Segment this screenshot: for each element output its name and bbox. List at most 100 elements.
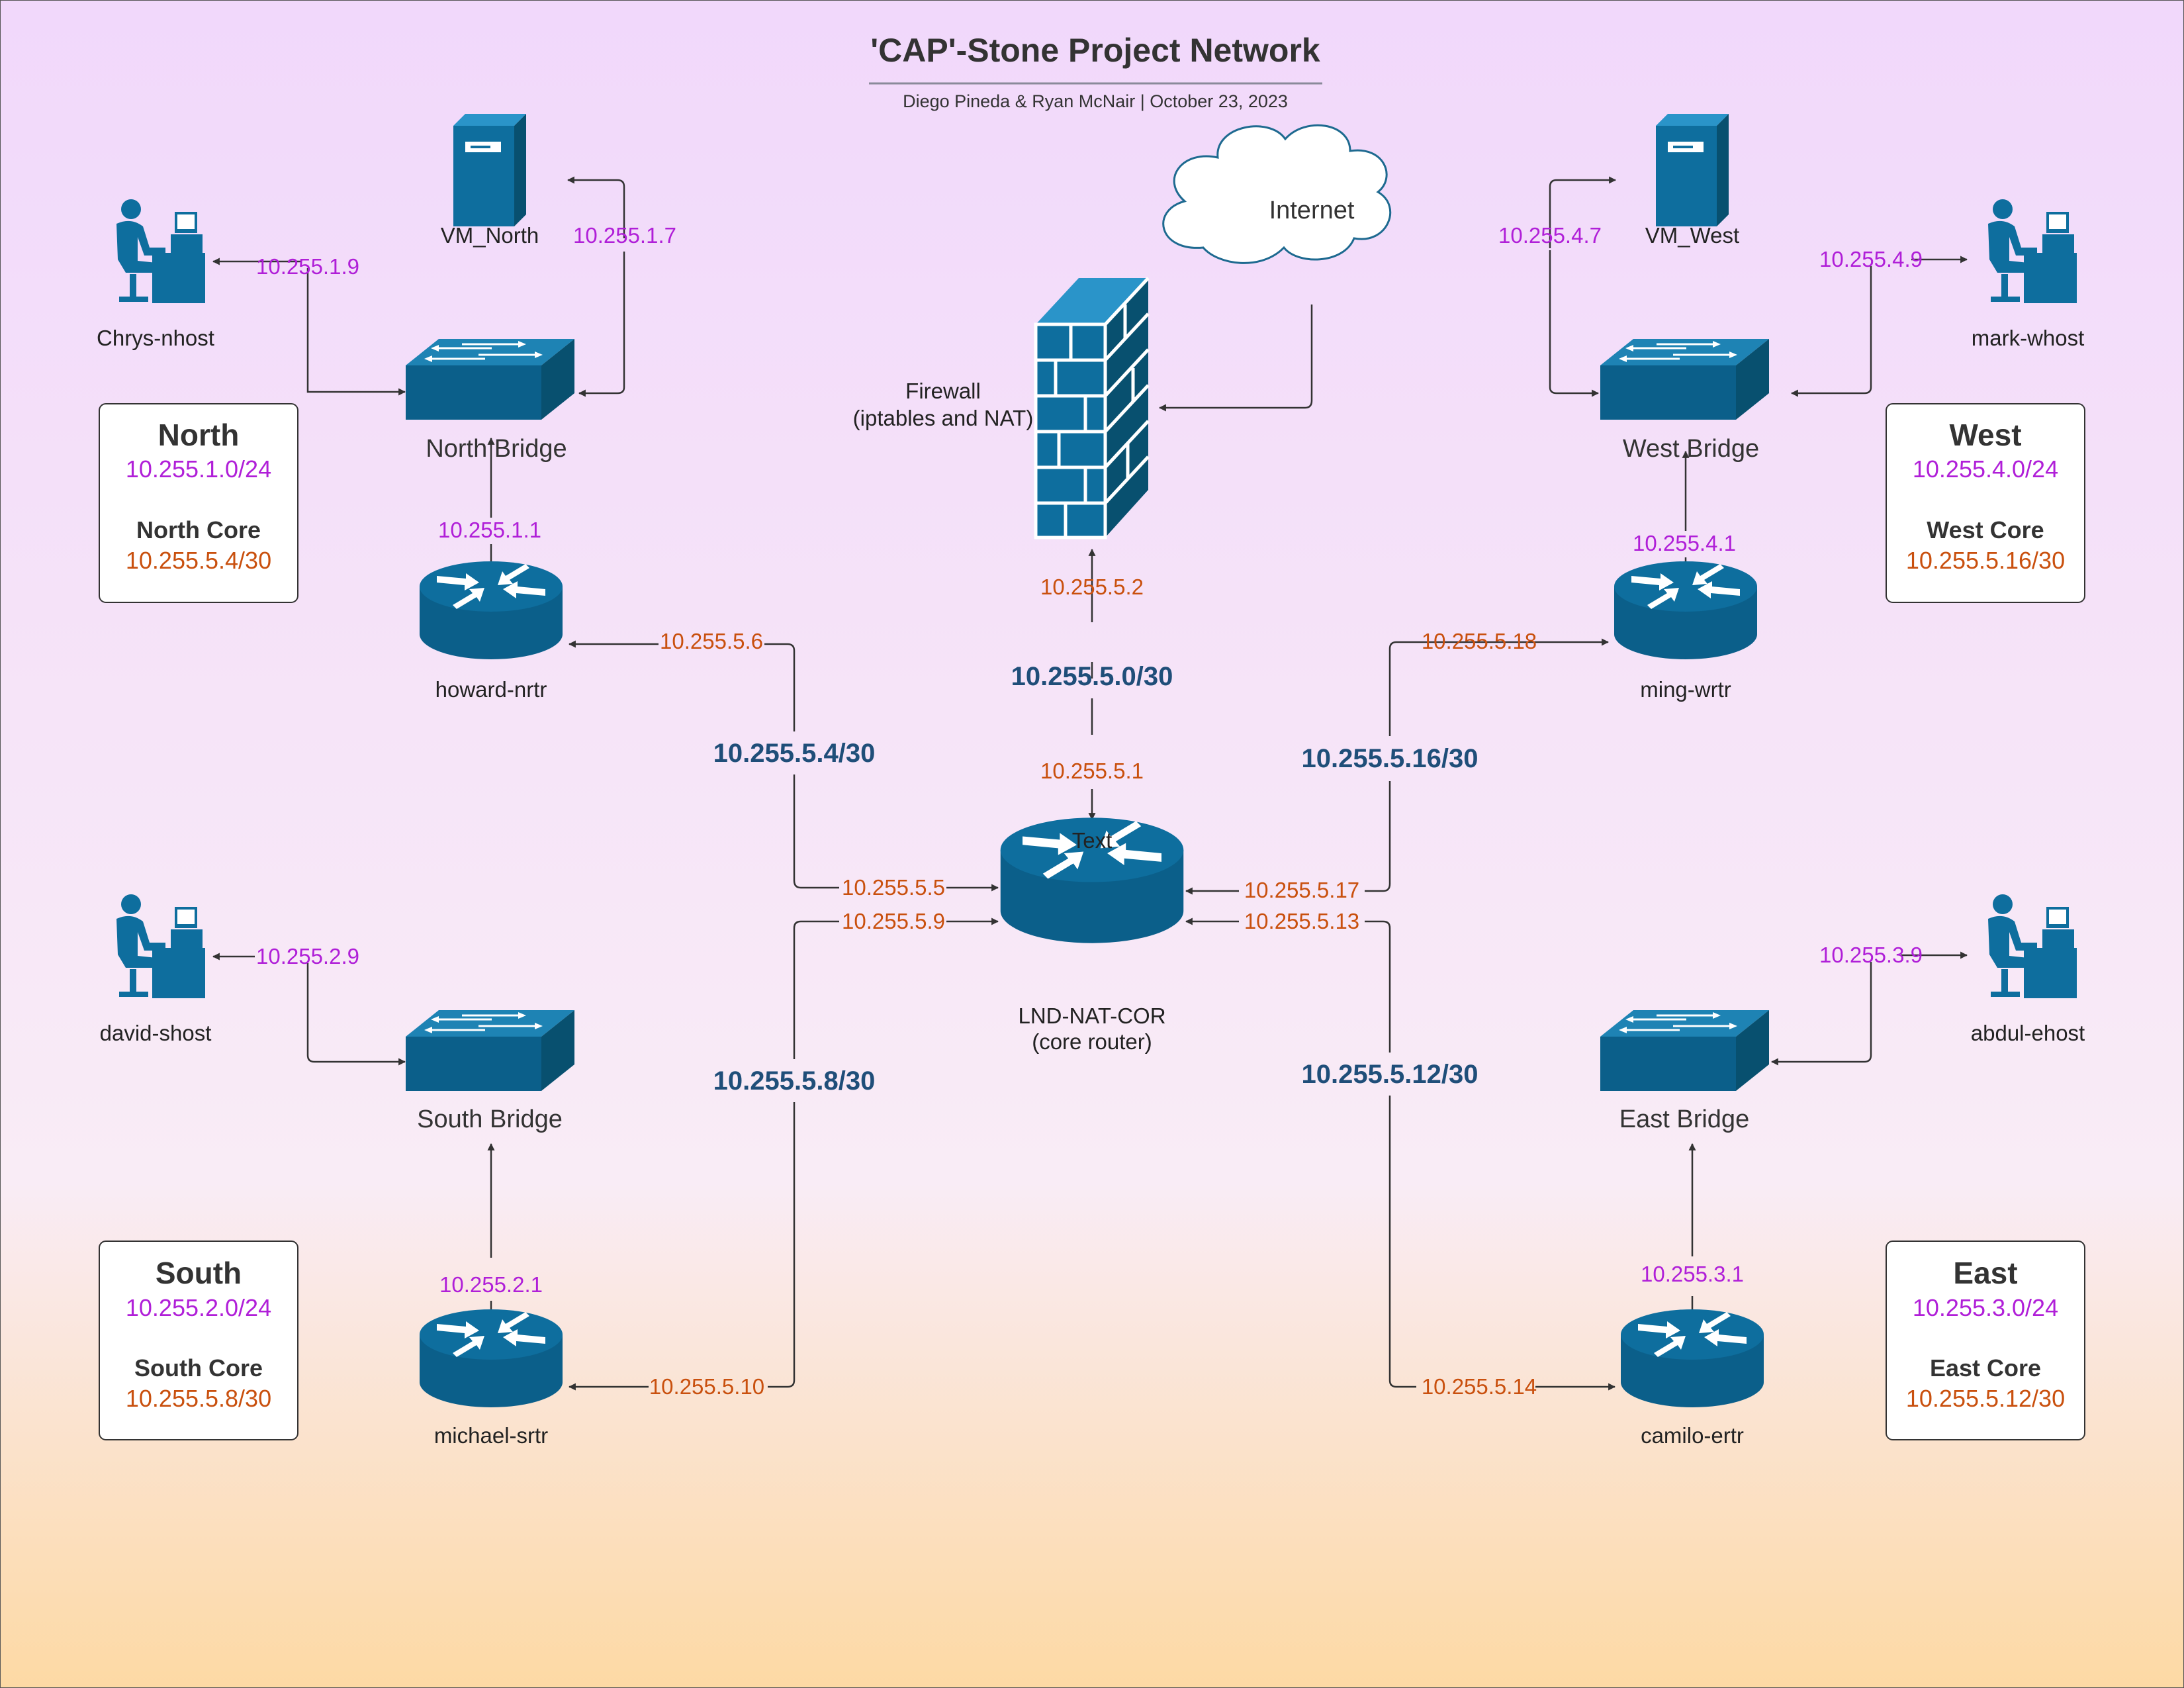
switch-icon xyxy=(1599,338,1770,421)
vm-west-label: VM_West xyxy=(1645,223,1739,248)
subnet-label: 10.255.5.8/30 xyxy=(713,1066,876,1096)
internet-cloud: Internet xyxy=(1162,124,1392,264)
ip-label: 10.255.3.1 xyxy=(1641,1262,1744,1286)
router-icon xyxy=(1614,561,1757,659)
server-icon xyxy=(453,114,526,226)
ip-label: 10.255.5.6 xyxy=(660,629,763,653)
router-icon xyxy=(1621,1309,1764,1407)
ip-label: 10.255.3.9 xyxy=(1819,943,1923,967)
ip-label: 10.255.5.5 xyxy=(842,875,945,900)
router-camilo: camilo-ertr xyxy=(1621,1309,1764,1448)
router-michael-label: michael-srtr xyxy=(434,1423,548,1448)
north-bridge: North Bridge xyxy=(404,338,576,463)
router-howard: howard-nrtr xyxy=(420,561,563,702)
box-title: South xyxy=(156,1256,242,1290)
ip-label: 10.255.5.13 xyxy=(1244,909,1359,933)
subnet-label: 10.255.5.0/30 xyxy=(1011,662,1173,691)
east-info-box: East 10.255.3.0/24 East Core 10.255.5.12… xyxy=(1886,1241,2085,1440)
subnet-label: 10.255.5.12/30 xyxy=(1302,1060,1479,1089)
firewall-sublabel: (iptables and NAT) xyxy=(853,406,1034,430)
server-icon xyxy=(1656,114,1729,226)
router-icon xyxy=(420,1309,563,1407)
wire-vmnorth-bridge xyxy=(578,252,625,397)
box-core: 10.255.5.4/30 xyxy=(126,547,271,574)
box-title: West xyxy=(1949,418,2021,452)
router-icon xyxy=(420,561,563,659)
ip-label: 10.255.2.1 xyxy=(439,1272,543,1297)
ip-label: 10.255.4.1 xyxy=(1633,531,1736,555)
ip-label: 10.255.1.9 xyxy=(256,254,359,279)
ip-label: 10.255.1.7 xyxy=(573,223,676,248)
switch-icon xyxy=(404,338,576,421)
core-ip-labels: 10.255.5.2 10.255.5.1 10.255.5.6 10.255.… xyxy=(649,575,1537,1399)
internet-label: Internet xyxy=(1269,197,1355,224)
box-lan: 10.255.4.0/24 xyxy=(1913,455,2058,483)
west-bridge-label: West Bridge xyxy=(1623,435,1759,463)
wire-vmnorth xyxy=(567,176,625,238)
north-info-box: North 10.255.1.0/24 North Core 10.255.5.… xyxy=(99,403,298,603)
vm-north: VM_North xyxy=(441,114,539,248)
ip-label: 10.255.5.18 xyxy=(1422,629,1537,653)
wire-vmwest-bridge xyxy=(1549,250,1600,397)
cloud-icon xyxy=(1162,124,1392,264)
firewall-label: Firewall xyxy=(905,379,981,403)
box-lan: 10.255.2.0/24 xyxy=(126,1294,271,1321)
box-core-title: East Core xyxy=(1930,1354,2041,1382)
host-mark-label: mark-whost xyxy=(1972,326,2085,350)
ip-label: 10.255.5.1 xyxy=(1040,759,1144,783)
switch-icon xyxy=(1599,1009,1770,1092)
router-camilo-label: camilo-ertr xyxy=(1641,1423,1744,1448)
ip-label: 10.255.4.7 xyxy=(1498,223,1602,248)
host-abdul-label: abdul-ehost xyxy=(1971,1021,2085,1045)
subnet-label: 10.255.5.4/30 xyxy=(713,739,876,768)
west-bridge: West Bridge xyxy=(1599,338,1770,463)
east-bridge: East Bridge xyxy=(1599,1009,1770,1133)
vm-west: VM_West xyxy=(1645,114,1739,248)
box-core-title: West Core xyxy=(1927,516,2044,543)
host-chrys-label: Chrys-nhost xyxy=(97,326,214,350)
box-core: 10.255.5.8/30 xyxy=(126,1385,271,1412)
wire-west-seg xyxy=(1388,641,1418,736)
east-bridge-label: East Bridge xyxy=(1619,1105,1749,1133)
box-core: 10.255.5.16/30 xyxy=(1906,547,2065,574)
ip-label: 10.255.1.1 xyxy=(438,518,541,542)
box-title: East xyxy=(1953,1256,2017,1290)
ip-label: 10.255.5.9 xyxy=(842,909,945,933)
router-ming: ming-wrtr xyxy=(1614,561,1757,702)
core-router-top-label: Text xyxy=(1072,828,1113,853)
wire-south-seg xyxy=(793,920,839,1059)
box-lan: 10.255.3.0/24 xyxy=(1913,1294,2058,1321)
south-bridge: South Bridge xyxy=(404,1009,576,1133)
box-core-title: South Core xyxy=(134,1354,263,1382)
north-bridge-label: North Bridge xyxy=(426,435,567,463)
core-router-label: LND-NAT-COR xyxy=(1018,1004,1165,1028)
wire-mark-bridge xyxy=(1790,266,1872,397)
box-title: North xyxy=(158,418,240,452)
lan-ip-labels: 10.255.1.9 10.255.1.7 10.255.1.1 10.255.… xyxy=(256,223,1923,1297)
host-mark: mark-whost xyxy=(1972,199,2085,350)
wire-abdul-bridge xyxy=(1770,962,1872,1066)
router-howard-label: howard-nrtr xyxy=(435,677,547,702)
wire-chrys-bridge-lower xyxy=(306,268,406,396)
core-router-sublabel: (core router) xyxy=(1032,1029,1152,1054)
router-michael: michael-srtr xyxy=(420,1309,563,1448)
ip-label: 10.255.4.9 xyxy=(1819,247,1923,271)
switch-icon xyxy=(404,1009,576,1092)
south-info-box: South 10.255.2.0/24 South Core 10.255.5.… xyxy=(99,1241,298,1440)
wire-south-core-seg xyxy=(768,1102,796,1388)
host-abdul: abdul-ehost xyxy=(1971,894,2085,1045)
ip-label: 10.255.5.14 xyxy=(1422,1374,1537,1399)
wire-west-core-seg xyxy=(1365,781,1391,892)
wire-firewall-internet xyxy=(1158,305,1313,412)
west-info-box: West 10.255.4.0/24 West Core 10.255.5.16… xyxy=(1886,403,2085,603)
ip-label: 10.255.5.10 xyxy=(649,1374,764,1399)
diagram-title: 'CAP'-Stone Project Network xyxy=(870,32,1320,69)
host-david: david-shost xyxy=(100,894,211,1045)
box-lan: 10.255.1.0/24 xyxy=(126,455,271,483)
ip-label: 10.255.5.2 xyxy=(1040,575,1144,599)
wire-vmwest xyxy=(1549,176,1617,248)
host-chrys: Chrys-nhost xyxy=(97,199,214,350)
diagram-subtitle: Diego Pineda & Ryan McNair | October 23,… xyxy=(903,91,1288,111)
